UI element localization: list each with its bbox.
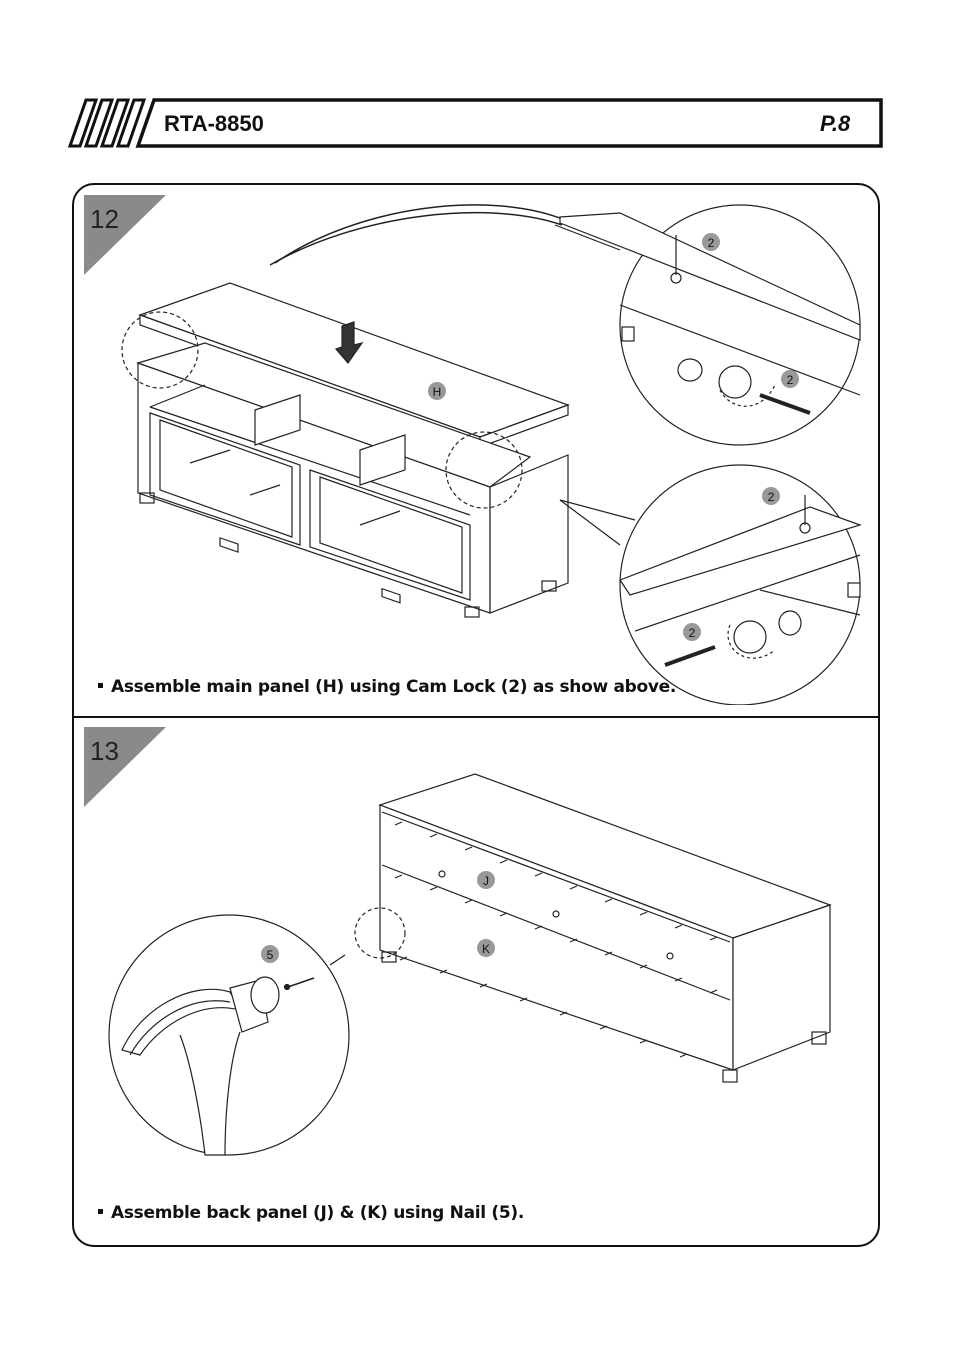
panel-h-label: H xyxy=(433,385,442,399)
step-13-number: 13 xyxy=(90,736,119,766)
step-12-caption: Assemble main panel (H) using Cam Lock (… xyxy=(98,677,676,697)
cam-lock-label-lower: 2 xyxy=(768,490,775,504)
nail-marks xyxy=(394,821,718,1058)
cam-lock-label-bottom: 2 xyxy=(689,626,696,640)
page-number: P.8 xyxy=(820,111,851,136)
step-divider xyxy=(72,716,880,718)
bullet-icon xyxy=(98,1208,103,1214)
step-13-corner-tag xyxy=(84,727,166,807)
step-12-illustration: H 2 2 2 2 xyxy=(121,204,862,705)
panel-j-label: J xyxy=(483,874,489,888)
header-stripes-logo xyxy=(67,98,147,148)
step-12-number: 12 xyxy=(90,204,119,234)
step-13-caption: Assemble back panel (J) & (K) using Nail… xyxy=(98,1203,524,1223)
header-bar xyxy=(67,98,883,148)
step-13-caption-text: Assemble back panel (J) & (K) using Nail… xyxy=(111,1203,525,1223)
instruction-frame xyxy=(72,183,880,1247)
down-arrow-icon xyxy=(334,321,364,364)
hammer-icon xyxy=(121,976,280,1156)
bullet-icon xyxy=(98,682,103,688)
cam-lock-label-top: 2 xyxy=(708,236,715,250)
cam-lock-label-mid: 2 xyxy=(787,373,794,387)
model-number: RTA-8850 xyxy=(164,111,264,136)
step-12-corner-tag xyxy=(84,195,166,275)
step-13-illustration: J K 5 xyxy=(108,773,832,1156)
panel-k-label: K xyxy=(482,942,490,956)
nail-label: 5 xyxy=(267,948,274,962)
step-12-caption-text: Assemble main panel (H) using Cam Lock (… xyxy=(111,677,677,697)
